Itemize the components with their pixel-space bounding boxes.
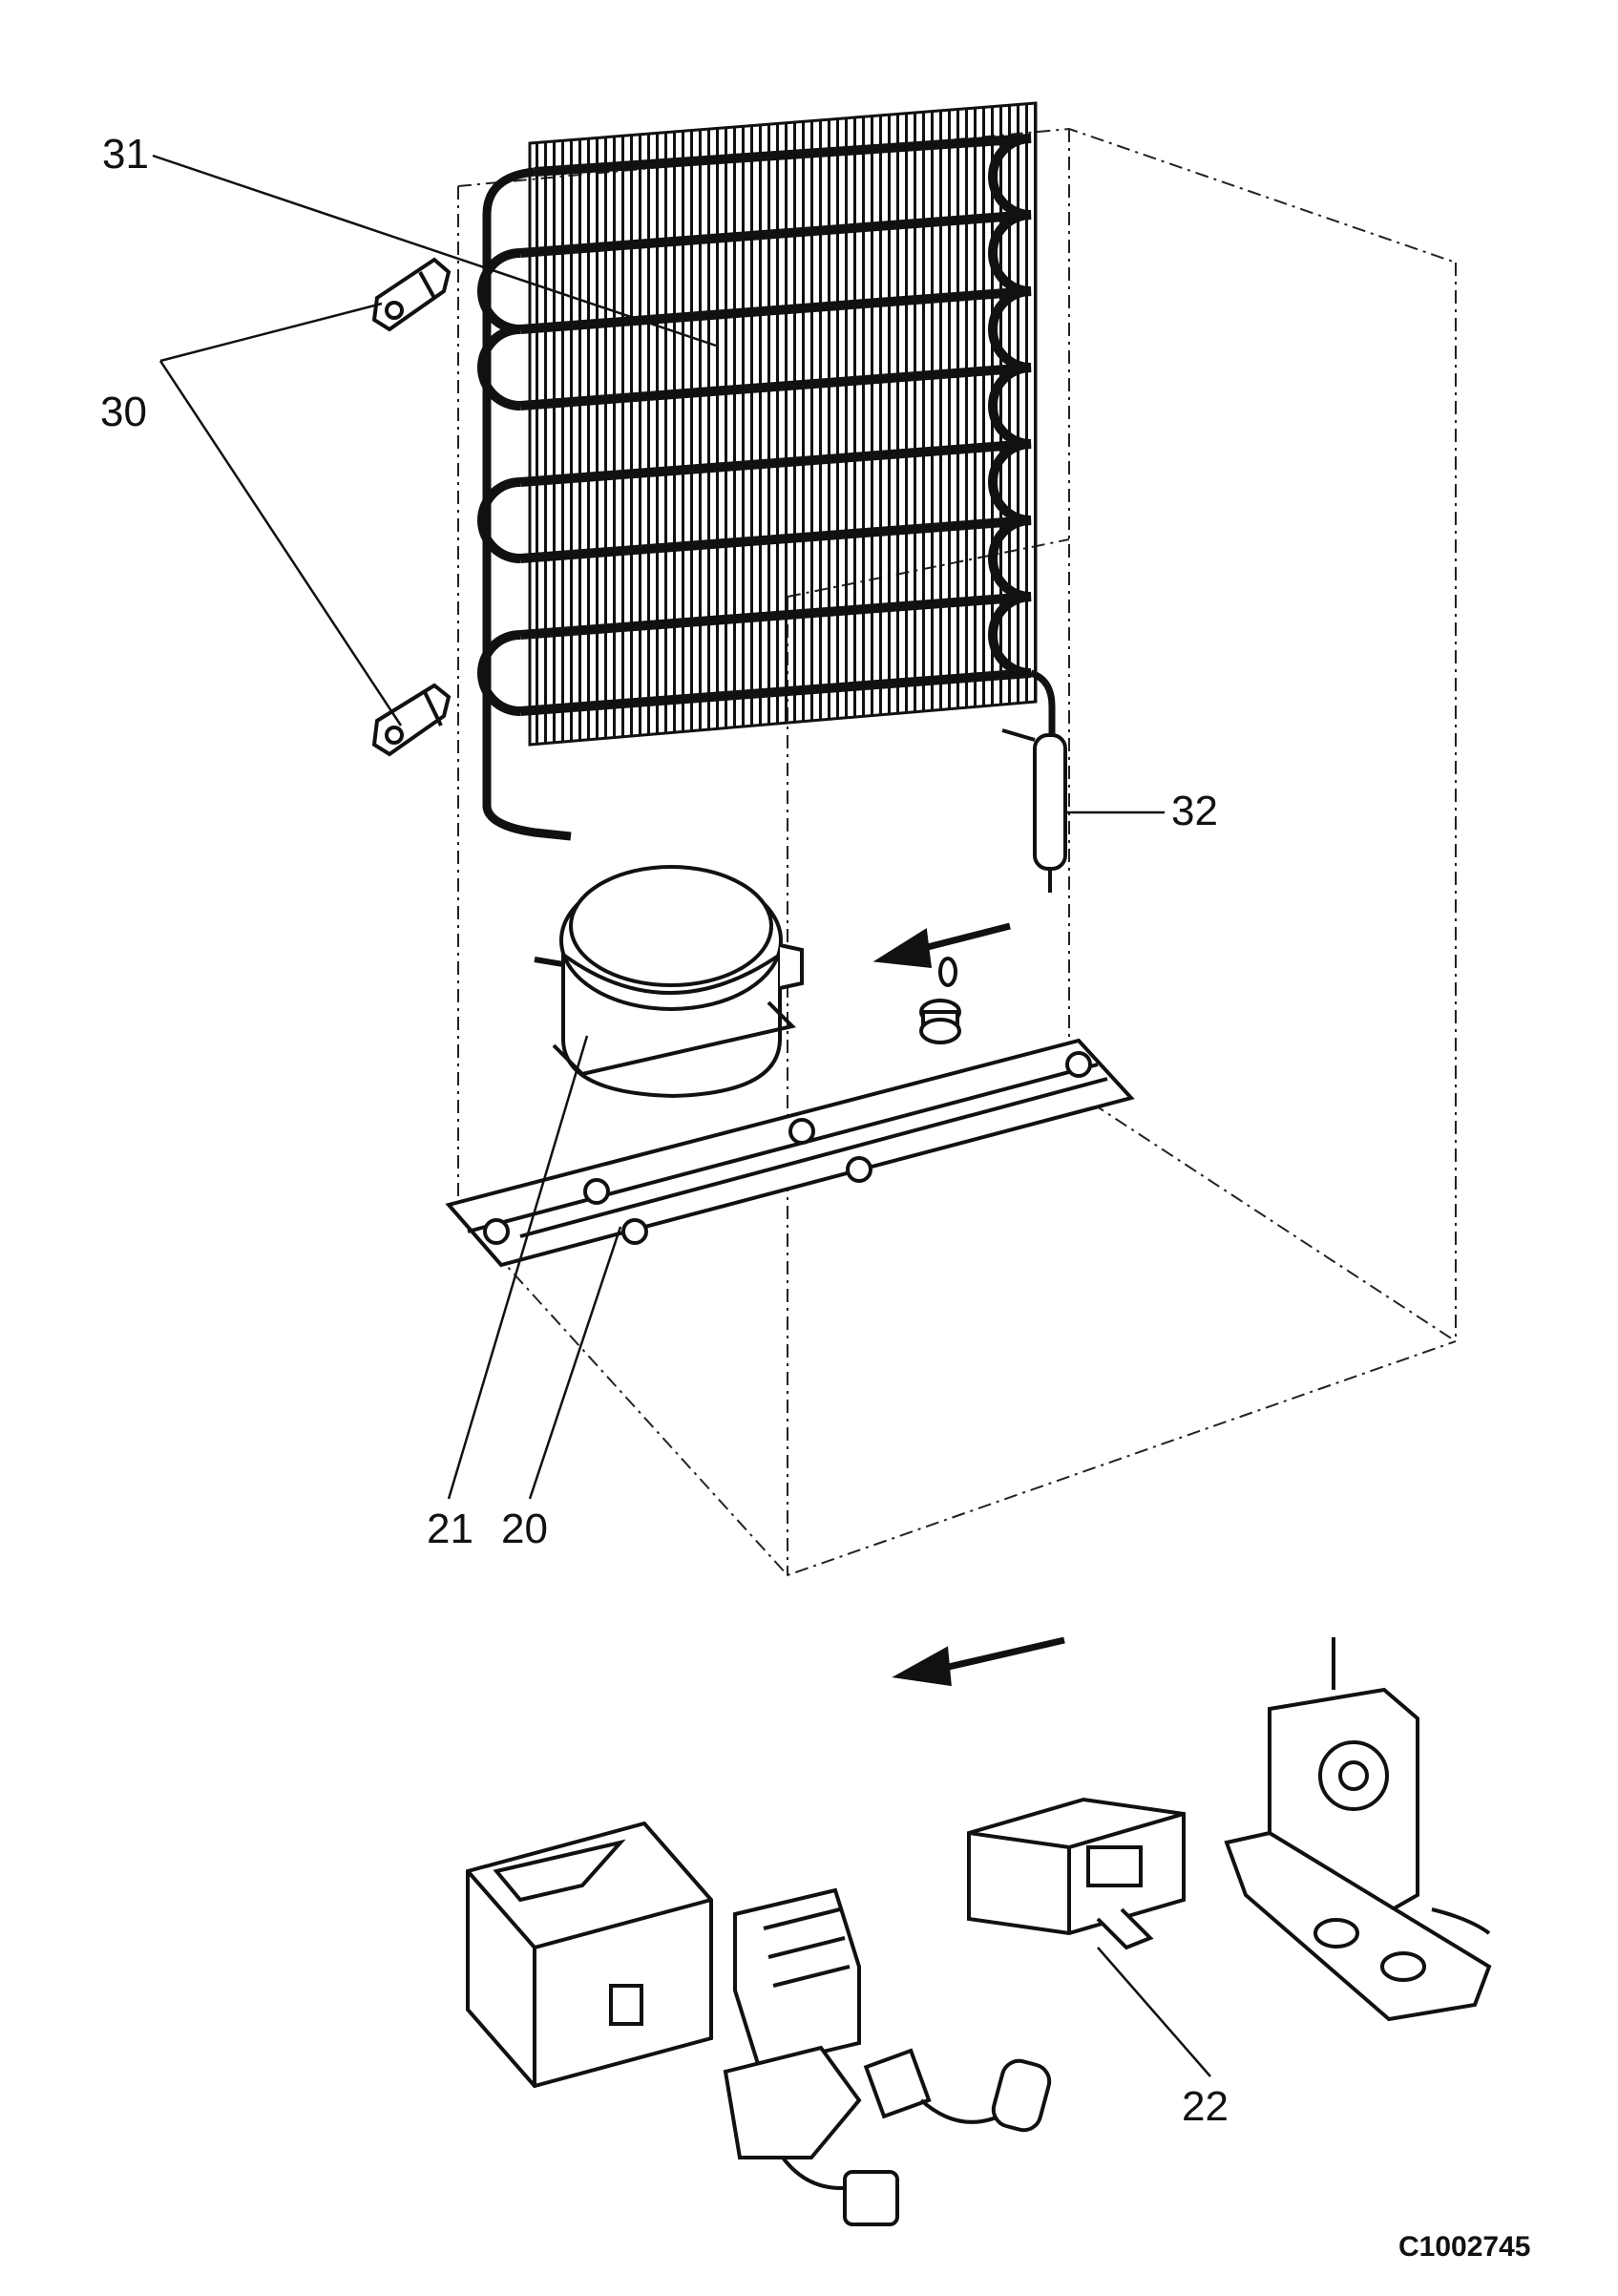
callout-30: 30 <box>100 389 147 435</box>
relay-cover <box>466 1821 713 2089</box>
hinge-bracket-lower <box>371 683 452 757</box>
thermostat-control <box>967 1797 1186 1950</box>
starter-relay <box>723 1887 1052 2226</box>
base-rail-plate <box>445 1038 1135 1268</box>
callout-21: 21 <box>427 1506 473 1552</box>
callout-20: 20 <box>501 1506 548 1552</box>
mounting-bracket <box>1224 1637 1492 2022</box>
callout-22: 22 <box>1182 2083 1229 2130</box>
compressor <box>534 865 804 1099</box>
hinge-bracket-upper <box>371 257 452 332</box>
figure-code: C1002745 <box>1398 2231 1531 2263</box>
direction-arrow-lower <box>892 1636 1065 1687</box>
direction-arrow-upper <box>872 922 1011 968</box>
leader-lines <box>152 154 1211 2077</box>
filter-drier <box>1001 728 1067 893</box>
callout-32: 32 <box>1171 788 1218 834</box>
rubber-grommet <box>919 957 961 1044</box>
condenser-coil <box>477 101 1056 841</box>
callout-31: 31 <box>102 131 149 178</box>
